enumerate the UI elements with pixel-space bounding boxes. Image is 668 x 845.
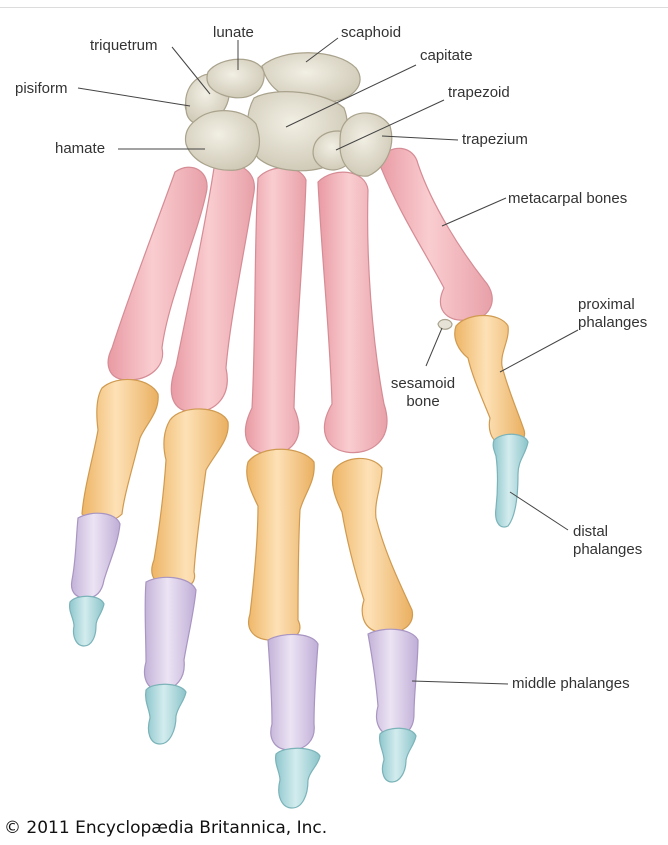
label-proximal-line2: phalanges bbox=[578, 314, 648, 331]
leader-lines bbox=[77, 37, 579, 685]
label-proximal-line1: proximal bbox=[578, 296, 635, 313]
distal-phalanges bbox=[68, 433, 529, 809]
label-hamate: hamate bbox=[55, 140, 106, 157]
label-scaphoid: scaphoid bbox=[341, 24, 402, 41]
label-trapezium: trapezium bbox=[462, 131, 528, 148]
label-proximal-phalanges: proximal phalanges bbox=[578, 296, 647, 332]
sesamoid-bone bbox=[437, 318, 453, 330]
label-pisiform: pisiform bbox=[15, 80, 68, 97]
label-sesamoid-bone: sesamoid bone bbox=[388, 375, 458, 411]
hand-bones-illustration bbox=[68, 37, 579, 809]
label-triquetrum: triquetrum bbox=[90, 37, 158, 54]
label-metacarpal-bones: metacarpal bones bbox=[508, 190, 628, 207]
label-sesamoid-line2: bone bbox=[406, 393, 440, 410]
proximal-phalanges bbox=[81, 315, 526, 642]
middle-phalanges bbox=[70, 512, 419, 751]
label-distal-line1: distal bbox=[573, 523, 609, 540]
metacarpal-bones bbox=[107, 147, 493, 455]
label-capitate: capitate bbox=[420, 47, 473, 64]
label-lunate: lunate bbox=[213, 24, 254, 41]
label-sesamoid-line1: sesamoid bbox=[390, 375, 456, 392]
label-distal-phalanges: distal phalanges bbox=[573, 523, 642, 559]
top-divider bbox=[0, 7, 668, 8]
copyright-credit: © 2011 Encyclopædia Britannica, Inc. bbox=[4, 818, 328, 838]
label-trapezoid: trapezoid bbox=[448, 84, 510, 101]
label-distal-line2: phalanges bbox=[573, 541, 643, 558]
carpal-bones bbox=[184, 52, 393, 177]
label-middle-phalanges: middle phalanges bbox=[512, 675, 630, 692]
